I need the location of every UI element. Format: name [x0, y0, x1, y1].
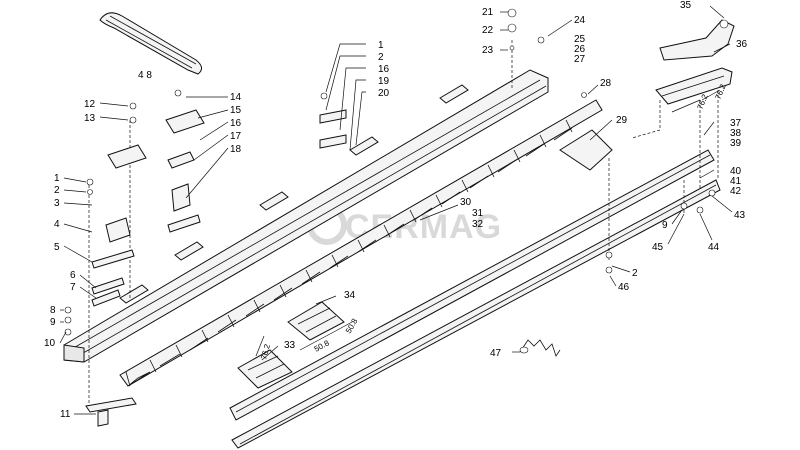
- callout-45: 45: [652, 242, 664, 253]
- callout-27: 27: [574, 54, 586, 65]
- callout-39: 39: [730, 138, 742, 149]
- callout-35: 35: [680, 0, 692, 11]
- callout-42: 42: [730, 186, 742, 197]
- callout-15: 15: [230, 105, 242, 116]
- dimension-4: 50.8: [344, 317, 360, 335]
- callout-24: 24: [574, 15, 586, 26]
- bolts: [64, 8, 716, 336]
- callout-10: 10: [44, 338, 56, 349]
- callout-7: 7: [70, 282, 76, 293]
- callout-9b: 9: [662, 220, 668, 231]
- clamp-parts: [91, 109, 347, 307]
- callout-20: 20: [378, 88, 390, 99]
- callout-26: 26: [574, 44, 586, 55]
- cutter-bar-left: [63, 69, 549, 363]
- callout-46: 46: [618, 282, 630, 293]
- callout-43: 43: [734, 210, 746, 221]
- callout-48: 4 8: [138, 70, 152, 81]
- callout-32: 32: [472, 219, 484, 230]
- callout-18: 18: [230, 144, 242, 155]
- belt-part: [99, 12, 202, 75]
- callout-44: 44: [708, 242, 720, 253]
- callout-29: 29: [616, 115, 628, 126]
- callout-40: 40: [730, 166, 742, 177]
- bracket-part-11: [85, 397, 137, 427]
- callout-31: 31: [472, 208, 484, 219]
- callout-28: 28: [600, 78, 612, 89]
- callout-36: 36: [736, 39, 748, 50]
- callout-16: 16: [378, 64, 390, 75]
- spring-part-47: [519, 339, 561, 357]
- knife-bar: [229, 149, 721, 449]
- callout-9: 9: [50, 317, 56, 328]
- dimension-lines: [255, 89, 721, 357]
- callout-2: 2: [378, 52, 384, 63]
- callout-13: 13: [84, 113, 96, 124]
- callout-1b: 1: [54, 173, 60, 184]
- guard-part-36: [655, 67, 733, 105]
- guard-bar: [119, 99, 603, 387]
- callout-30: 30: [460, 197, 472, 208]
- callout-19: 19: [378, 76, 390, 87]
- callout-5: 5: [54, 242, 60, 253]
- callout-34: 34: [344, 290, 356, 301]
- callout-11: 11: [60, 409, 71, 420]
- dimension-3: 50.8: [313, 338, 331, 354]
- callout-37: 37: [730, 118, 742, 129]
- knife-sections: [237, 301, 345, 389]
- callout-41: 41: [730, 176, 742, 187]
- leader-lines: [59, 5, 733, 415]
- callout-47: 47: [490, 348, 502, 359]
- callout-17: 17: [230, 131, 242, 142]
- callout-33: 33: [284, 340, 296, 351]
- dimension-1: 76.2: [696, 92, 710, 110]
- callout-2c: 2: [632, 268, 638, 279]
- callout-22: 22: [482, 25, 494, 36]
- callout-25: 25: [574, 34, 586, 45]
- dimension-5: 76.2: [259, 343, 272, 361]
- callout-21: 21: [482, 7, 494, 18]
- plate-part-29: [559, 129, 613, 171]
- callout-4: 4: [54, 219, 60, 230]
- callout-1: 1: [378, 40, 384, 51]
- callout-23: 23: [482, 45, 494, 56]
- callout-16b: 16: [230, 118, 242, 129]
- callout-labels: 1 2 16 19 20 14 15 16 17 18 12 13 1 2 3 …: [44, 0, 748, 420]
- callout-6: 6: [70, 270, 76, 281]
- head-part-35: [659, 19, 735, 61]
- wear-strips: [119, 84, 469, 304]
- callout-8: 8: [50, 305, 56, 316]
- callout-38: 38: [730, 128, 742, 139]
- callout-12: 12: [84, 99, 96, 110]
- callout-2b: 2: [54, 185, 60, 196]
- callout-3: 3: [54, 198, 60, 209]
- callout-14: 14: [230, 92, 242, 103]
